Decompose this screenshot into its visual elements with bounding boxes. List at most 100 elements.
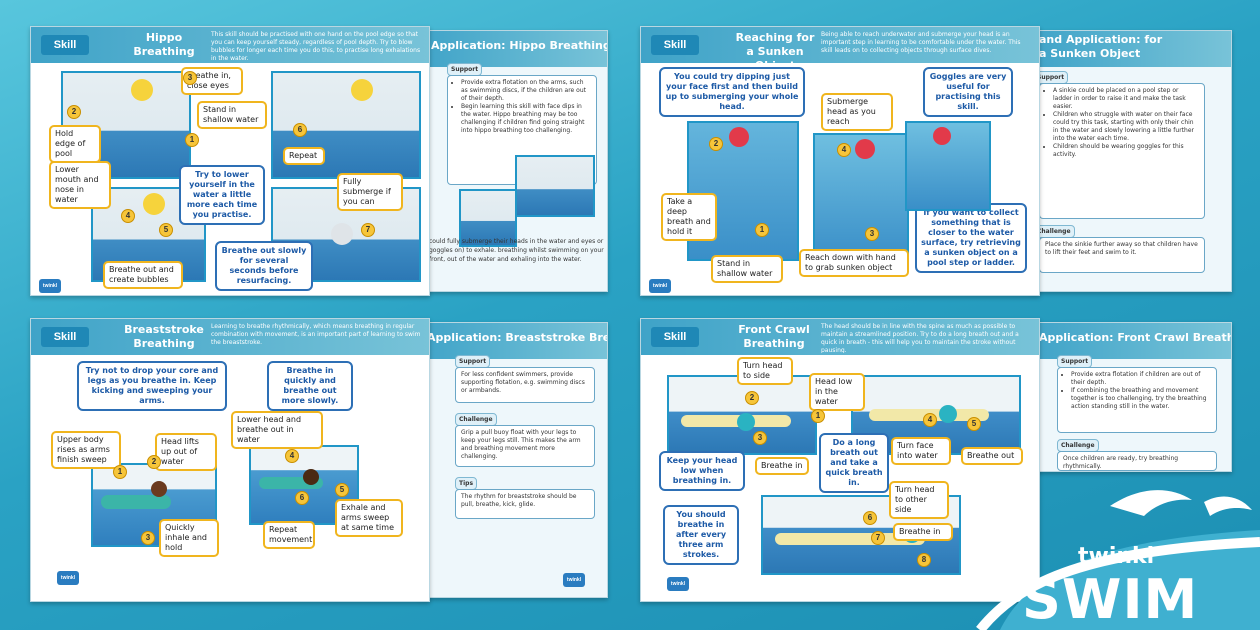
twinkl-logo-badge: twinkl (563, 573, 585, 587)
step-number: 5 (967, 417, 981, 431)
card-hippo-application: Application: Hippo Breathing Support Pro… (418, 30, 608, 292)
application-title: Application: Breaststroke Breathing (427, 331, 607, 344)
step-number: 3 (753, 431, 767, 445)
step-number: 5 (335, 483, 349, 497)
callout: Submerge head as you reach (821, 93, 893, 131)
twinkl-logo-badge: twinkl (649, 279, 671, 293)
skill-tag: Skill (651, 327, 699, 347)
support-item: A sinkie could be placed on a pool step … (1053, 87, 1199, 111)
tips-box: The rhythm for breaststroke should be pu… (455, 489, 595, 519)
step-number: 8 (917, 553, 931, 567)
swimmer-figure (143, 193, 165, 215)
step-number: 4 (285, 449, 299, 463)
card-intro: Being able to reach underwater and subme… (821, 31, 1021, 54)
callout: Head low in the water (809, 373, 865, 411)
swimmer-figure (303, 469, 319, 485)
tip-box: Try not to drop your core and legs as yo… (77, 361, 227, 411)
swimmer-figure (131, 79, 153, 101)
step-number: 6 (295, 491, 309, 505)
callout: Turn head to side (737, 357, 793, 385)
callout: Head lifts up out of water (155, 433, 217, 471)
swimmer-figure (729, 127, 749, 147)
swimmer-figure (151, 481, 167, 497)
twinkl-logo-badge: twinkl (667, 577, 689, 591)
card-header (641, 319, 1039, 355)
application-title: Application: Hippo Breathing (431, 39, 608, 52)
card-sunken-skill: Skill Reaching for a Sunken Object Being… (640, 26, 1040, 296)
callout: Breathe out (961, 447, 1023, 465)
tip-box: Breathe in quickly and breathe out more … (267, 361, 353, 411)
step-number: 1 (113, 465, 127, 479)
card-intro: This skill should be practised with one … (211, 31, 421, 61)
tip-box: You could try dipping just your face fir… (659, 67, 805, 117)
support-item: If combining the breathing and movement … (1071, 387, 1211, 411)
card-intro: The head should be in line with the spin… (821, 323, 1019, 353)
challenge-box: Once children are ready, try breathing r… (1057, 451, 1217, 471)
callout: Lower mouth and nose in water (49, 161, 111, 209)
support-item: Children who struggle with water on thei… (1053, 111, 1199, 143)
card-header (419, 323, 607, 359)
callout: Take a deep breath and hold it (661, 193, 717, 241)
tip-box: Breathe out slowly for several seconds b… (215, 241, 313, 291)
support-item: Begin learning this skill with face dips… (461, 103, 591, 135)
support-item: Children should be wearing goggles for t… (1053, 143, 1199, 159)
card-header (31, 27, 429, 63)
card-header (419, 31, 607, 67)
step-number: 3 (183, 71, 197, 85)
card-crawl-skill: Skill Front Crawl Breathing The head sho… (640, 318, 1040, 602)
card-breaststroke-skill: Skill Breaststroke Breathing Learning to… (30, 318, 430, 602)
swimmer-figure (933, 127, 951, 145)
callout: Repeat movement (263, 521, 315, 549)
step-number: 7 (871, 531, 885, 545)
callout: Repeat (283, 147, 325, 165)
support-box: A sinkie could be placed on a pool step … (1039, 83, 1205, 219)
card-breaststroke-application: Application: Breaststroke Breathing Supp… (418, 322, 608, 598)
callout: Breathe in (755, 457, 809, 475)
card-crawl-application: Application: Front Crawl Breathing Suppo… (1030, 322, 1232, 472)
challenge-box: Grip a pull buoy float with your legs to… (455, 425, 595, 467)
callout: Turn face into water (891, 437, 951, 465)
card-intro: Learning to breathe rhythmically, which … (211, 323, 421, 346)
step-number: 5 (159, 223, 173, 237)
callout: Hold edge of pool (49, 125, 101, 163)
callout: Fully submerge if you can (337, 173, 403, 211)
step-number: 2 (67, 105, 81, 119)
challenge-label: Challenge (1057, 439, 1099, 452)
swimmer-figure (101, 495, 171, 509)
callout: Reach down with hand to grab sunken obje… (799, 249, 909, 277)
card-header (1031, 31, 1231, 67)
step-number: 2 (709, 137, 723, 151)
skill-tag: Skill (41, 35, 89, 55)
callout: Upper body rises as arms finish sweep (51, 431, 121, 469)
twinkl-logo-badge: twinkl (39, 279, 61, 293)
card-header (1031, 323, 1231, 359)
support-box: Provide extra flotation if children are … (1057, 367, 1217, 433)
tip-box: You should breathe in after every three … (663, 505, 739, 565)
step-number: 3 (141, 531, 155, 545)
brand-twinkl-text: twinkl (1078, 544, 1155, 569)
card-title: Breaststroke Breathing (124, 323, 204, 350)
brand-corner: twinkl SWIM (960, 430, 1260, 630)
tip-box: Try to lower yourself in the water a lit… (179, 165, 265, 225)
application-bottom-text: could fully submerge their heads in the … (429, 238, 604, 263)
card-sunken-application: and Application: for a Sunken Object Sup… (1030, 30, 1232, 292)
step-number: 4 (837, 143, 851, 157)
step-number: 3 (865, 227, 879, 241)
step-number: 7 (361, 223, 375, 237)
callout: Lower head and breathe out in water (231, 411, 323, 449)
card-hippo-skill: Skill Hippo Breathing This skill should … (30, 26, 430, 296)
tip-box: Do a long breath out and take a quick br… (819, 433, 889, 493)
card-title: Hippo Breathing (133, 31, 195, 58)
callout: Breathe in (893, 523, 953, 541)
callout: Turn head to other side (889, 481, 949, 519)
thumbnail-image (459, 189, 517, 247)
brand-swim-text: SWIM (1022, 568, 1199, 630)
swimmer-figure (775, 533, 925, 545)
application-title: Application: Front Crawl Breathing (1039, 331, 1231, 344)
step-number: 2 (147, 455, 161, 469)
support-item: Provide extra flotation if children are … (1071, 371, 1211, 387)
step-number: 6 (293, 123, 307, 137)
swimmer-figure (331, 223, 353, 245)
callout: Exhale and arms sweep at same time (335, 499, 403, 537)
callout: Quickly inhale and hold (159, 519, 219, 557)
